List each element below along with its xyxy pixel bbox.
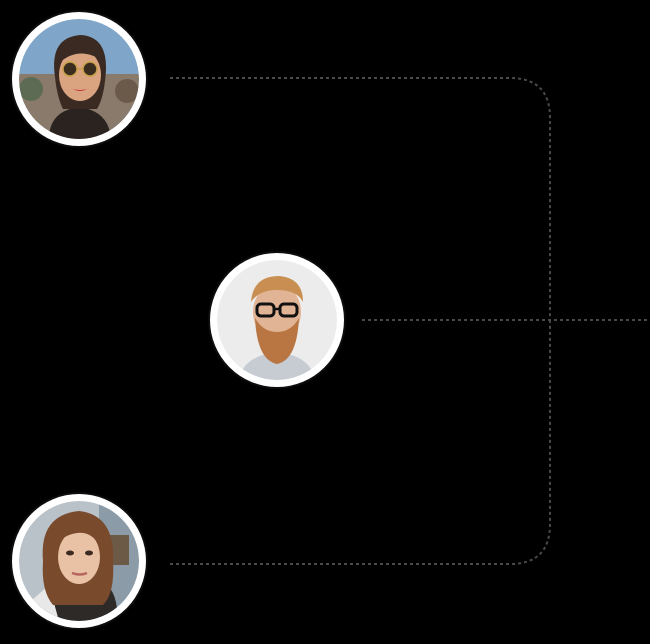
avatar-bearded-man (210, 253, 344, 387)
avatar-woman-selfie (12, 494, 146, 628)
connector-bottom (170, 320, 551, 565)
connector-top (170, 77, 551, 320)
avatar-woman-sunglasses (12, 12, 146, 146)
